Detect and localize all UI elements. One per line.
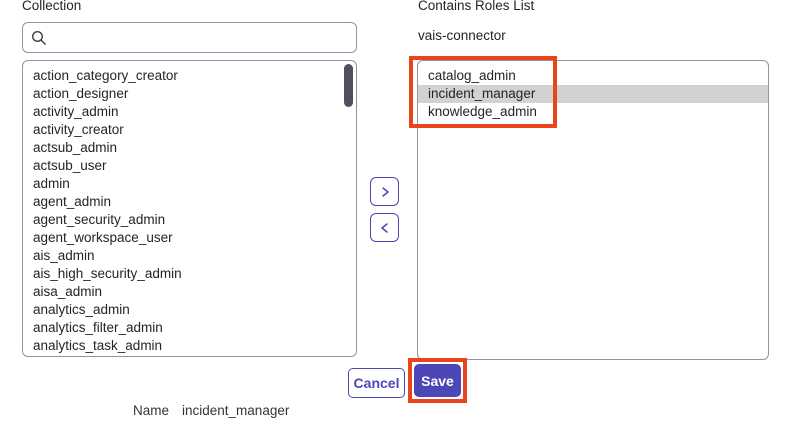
list-item[interactable]: actsub_admin	[33, 140, 118, 155]
collection-search[interactable]	[22, 22, 357, 53]
list-item[interactable]: admin	[33, 176, 70, 191]
scrollbar-thumb[interactable]	[344, 64, 353, 107]
list-item[interactable]: actsub_user	[33, 158, 107, 173]
move-left-button[interactable]	[370, 213, 399, 242]
list-item-selected[interactable]: incident_manager	[418, 85, 768, 103]
list-item[interactable]: agent_admin	[33, 194, 112, 209]
collection-label: Collection	[22, 0, 82, 13]
list-item[interactable]: agent_workspace_user	[33, 230, 173, 245]
list-item[interactable]: agent_security_admin	[33, 212, 166, 227]
list-item[interactable]: action_category_creator	[33, 68, 178, 83]
contains-roles-label: Contains Roles List	[418, 0, 535, 13]
search-icon	[31, 30, 46, 45]
connector-name-label: vais-connector	[418, 28, 506, 43]
cancel-button[interactable]: Cancel	[348, 368, 405, 398]
list-item[interactable]: analytics_viewer	[23, 355, 356, 356]
list-item[interactable]: analytics_filter_admin	[33, 320, 163, 335]
move-right-button[interactable]	[370, 177, 399, 206]
search-input[interactable]	[53, 29, 348, 46]
chevron-right-icon	[381, 186, 389, 197]
list-item[interactable]: knowledge_admin	[428, 104, 537, 119]
list-item[interactable]: activity_admin	[33, 104, 119, 119]
list-item[interactable]: analytics_admin	[33, 302, 130, 317]
chevron-left-icon	[380, 222, 388, 233]
collection-listbox[interactable]: action_category_creator action_designer …	[22, 60, 357, 357]
list-item[interactable]: ais_high_security_admin	[33, 266, 182, 281]
list-item[interactable]: activity_creator	[33, 122, 124, 137]
list-item[interactable]: catalog_admin	[428, 68, 516, 83]
list-item[interactable]: action_designer	[33, 86, 129, 101]
name-label: Name	[133, 403, 170, 418]
list-item[interactable]: ais_admin	[33, 248, 95, 263]
list-item[interactable]: aisa_admin	[33, 284, 103, 299]
roles-listbox[interactable]: catalog_admin incident_manager knowledge…	[417, 60, 769, 360]
list-item[interactable]: analytics_task_admin	[33, 338, 163, 353]
save-button[interactable]: Save	[414, 364, 461, 397]
name-value: incident_manager	[182, 403, 290, 418]
name-row: Name incident_manager	[133, 403, 289, 418]
